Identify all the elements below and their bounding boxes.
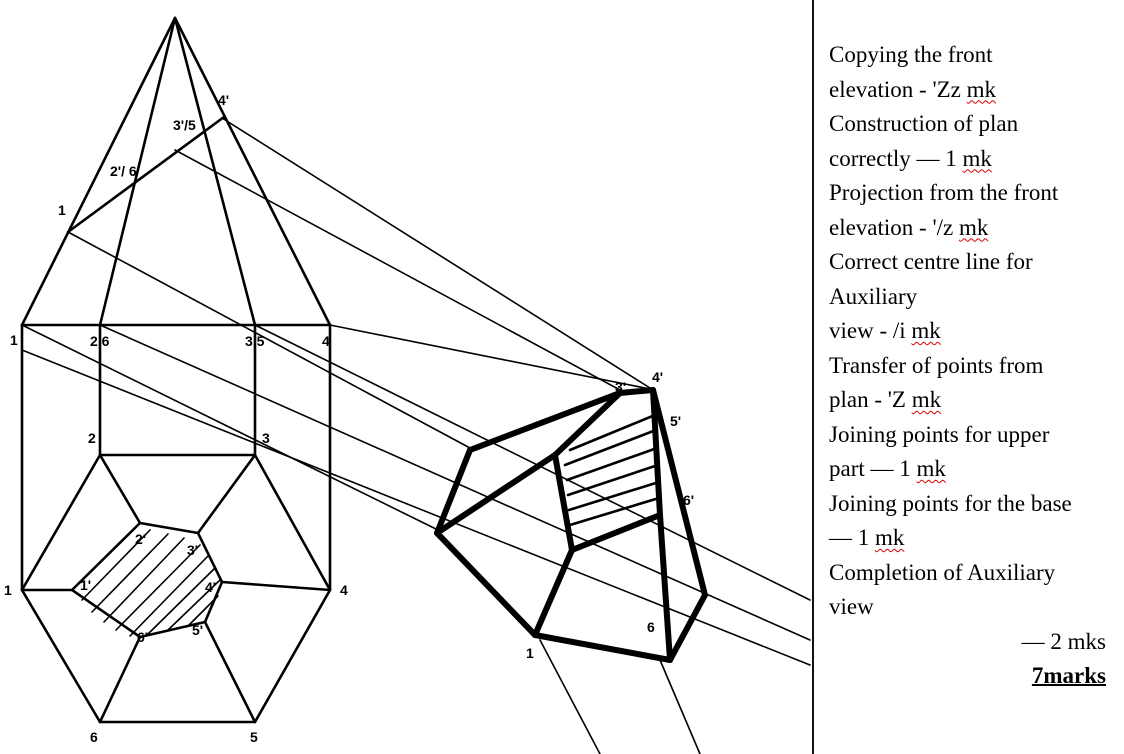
label: 6': [683, 492, 694, 508]
marking-scheme-text: Joining points for the base: [829, 490, 1072, 516]
marking-scheme-line: Joining points for upper: [829, 418, 1124, 453]
label: 3,5: [245, 333, 265, 349]
marking-scheme-line: Transfer of points from: [829, 349, 1124, 384]
front-elevation-labels: 1 2'/ 6' 3'/5 4' 1 2,6 3,5 4: [10, 92, 330, 349]
marks-unit: mk: [966, 76, 996, 102]
marks-unit: mk: [958, 214, 989, 240]
marking-scheme-line: plan - 'Z mk: [829, 383, 1124, 418]
marking-scheme-line: elevation - '/z mk: [829, 211, 1124, 246]
label: 2: [88, 430, 96, 446]
label: 4': [218, 92, 229, 108]
marking-scheme-line: correctly — 1 mk: [829, 142, 1124, 177]
marking-scheme-text: part — 1: [829, 456, 917, 481]
label: 1: [4, 582, 12, 598]
marking-scheme-text: Projection from the front: [829, 180, 1059, 205]
marking-scheme-line: Correct centre line for: [829, 245, 1124, 280]
marking-scheme-line: Construction of plan: [829, 107, 1124, 142]
marks-unit: mk: [875, 525, 905, 550]
marking-scheme-text: Construction of plan: [829, 111, 1019, 136]
marking-scheme-text: Transfer of points from: [829, 352, 1044, 378]
column-divider: [812, 0, 814, 754]
label: 3'/5: [173, 117, 196, 133]
label: 3': [187, 542, 198, 558]
marking-scheme-text: elevation - 'Zz: [829, 76, 967, 102]
completion-marks: — 2 mks: [1021, 628, 1106, 654]
marking-scheme-text: elevation - '/z: [829, 214, 959, 240]
label: 3: [262, 430, 270, 446]
label: 4: [340, 582, 348, 598]
marks-unit: mk: [916, 456, 946, 481]
marking-scheme-text: correctly — 1: [829, 145, 963, 171]
label: 1: [526, 645, 534, 661]
marking-scheme-text: — 1: [829, 525, 875, 550]
label: 5: [250, 729, 258, 745]
marking-scheme-text: Correct centre line for: [829, 249, 1033, 274]
marking-scheme-line: Copying the front: [829, 38, 1124, 73]
marking-scheme-text: Copying the front: [829, 42, 993, 67]
marks-unit: mk: [911, 318, 941, 343]
marking-scheme-line: Joining points for the base: [829, 487, 1124, 522]
auxiliary-projection-drawing: 1 2'/ 6' 3'/5 4' 1 2,6 3,5 4 1 2 3 4 5 6…: [4, 16, 811, 754]
marking-scheme-text: Completion of Auxiliary: [829, 559, 1056, 585]
label: 2,6: [90, 333, 110, 349]
marking-scheme-line: elevation - 'Zz mk: [829, 73, 1124, 108]
plan-view: [20, 323, 332, 724]
front-elevation: [20, 16, 332, 327]
plan-labels: 1 2 3 4 5 6 1' 2' 3' 4' 5' 6': [4, 430, 348, 745]
label: 4': [205, 579, 216, 595]
label: 5': [670, 413, 681, 429]
label: 1: [58, 202, 66, 218]
label: 5': [192, 622, 203, 638]
label: 6: [647, 619, 655, 635]
label: 1': [80, 577, 91, 593]
marking-scheme-text: Auxiliary: [829, 283, 918, 309]
total-marks: 7marks: [1031, 663, 1106, 688]
marking-scheme-line: Projection from the front: [829, 176, 1124, 211]
label: 6': [137, 629, 148, 645]
projection-lines: [21, 117, 811, 754]
marking-scheme-line: — 1 mk: [829, 521, 1124, 556]
label: 3': [615, 379, 626, 395]
label: 2'/ 6': [110, 163, 140, 179]
auxiliary-labels: 3' 4' 5' 6' 6 1: [526, 369, 694, 661]
marking-scheme-line: Auxiliary: [829, 280, 1124, 315]
marking-scheme-line: view - /i mk: [829, 314, 1124, 349]
marking-scheme-text: view - /i: [829, 318, 912, 343]
label: 6: [90, 729, 98, 745]
marking-scheme-line: Completion of Auxiliary: [829, 556, 1124, 591]
marking-scheme-line: part — 1 mk: [829, 452, 1124, 487]
label: 4': [652, 369, 663, 385]
marks-unit: mk: [962, 145, 992, 171]
auxiliary-view: [434, 387, 708, 663]
label: 4: [322, 333, 330, 349]
marking-scheme-line: view: [829, 590, 1124, 625]
label: 2': [135, 531, 146, 547]
marking-scheme-text: view: [829, 594, 874, 619]
label: 1: [10, 332, 18, 348]
marking-scheme-text: Joining points for upper: [829, 421, 1050, 447]
marking-scheme-text: plan - 'Z: [829, 387, 912, 412]
marks-unit: mk: [911, 387, 942, 412]
